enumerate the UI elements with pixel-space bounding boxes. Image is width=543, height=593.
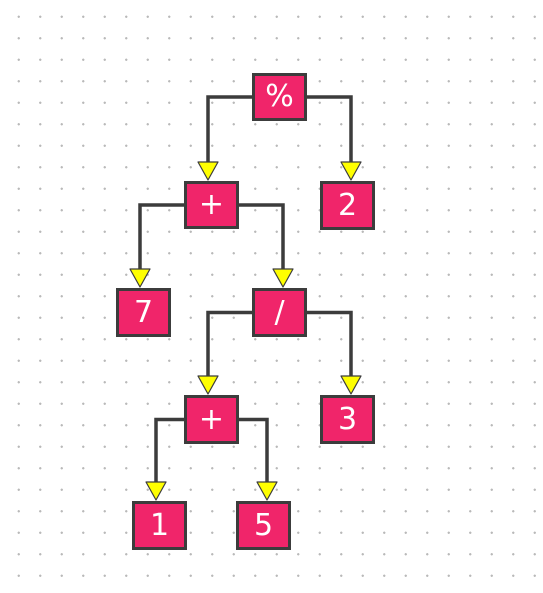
edge-line-plus_top-seven <box>138 203 184 270</box>
edge-line-plus_low-one <box>154 417 184 483</box>
edge-line-divide-three <box>307 310 353 377</box>
edge-line-divide-plus_low <box>206 310 252 377</box>
node-root-modulo: % <box>252 73 307 121</box>
edge-line-root-two <box>307 95 353 163</box>
node-one: 1 <box>132 501 187 550</box>
node-five: 5 <box>236 501 291 550</box>
arrowhead-plus_top-seven <box>129 268 151 288</box>
arrowhead-plus_low-one <box>145 481 167 501</box>
node-divide: / <box>252 288 307 337</box>
node-two: 2 <box>320 181 375 230</box>
node-plus-upper: + <box>184 181 239 229</box>
edge-line-root-plus_top <box>206 95 252 163</box>
edge-line-plus_top-divide <box>239 203 285 270</box>
node-seven: 7 <box>116 288 171 337</box>
arrowhead-divide-plus_low <box>197 375 219 395</box>
edge-line-plus_low-five <box>239 417 269 483</box>
node-plus-lower: + <box>184 395 239 444</box>
arrowhead-plus_low-five <box>256 481 278 501</box>
arrowhead-root-plus_top <box>197 161 219 181</box>
arrowhead-divide-three <box>340 375 362 395</box>
node-three: 3 <box>320 395 375 444</box>
arrowhead-plus_top-divide <box>272 268 294 288</box>
arrowhead-root-two <box>340 161 362 181</box>
